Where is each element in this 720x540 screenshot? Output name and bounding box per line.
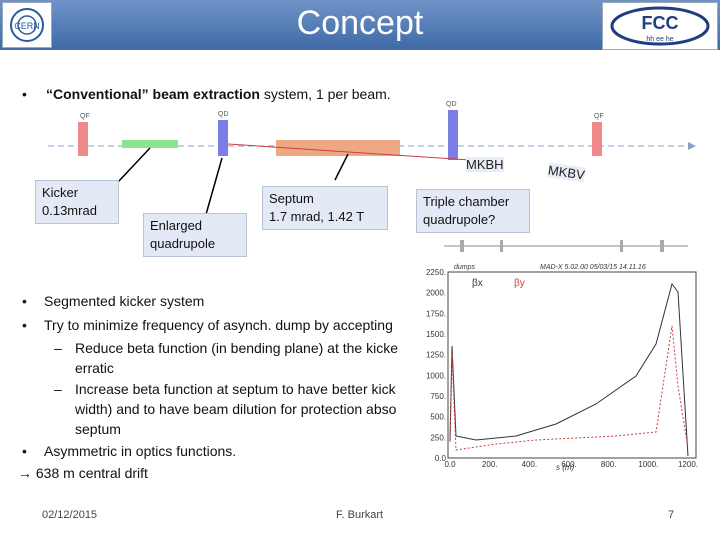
plot-frame: [447, 271, 697, 459]
x-tick-label: 600.: [561, 460, 577, 469]
strip-element-1: [460, 240, 464, 252]
x-axis-label: s (m): [556, 463, 575, 472]
qd-right-magnet: [448, 110, 458, 160]
y-tick-label: 0.0: [435, 454, 447, 463]
legend-beta-x: βx: [472, 278, 483, 289]
plot-header-right: MAD-X 5.02.00 05/03/15 14.11.16: [540, 264, 646, 271]
x-tick-labels: 0.0 200. 400. 600. 800. 1000. 1200.: [444, 460, 698, 469]
qd-mid-magnet: [218, 120, 228, 156]
legend-beta-y: βy: [514, 278, 525, 289]
x-tick-label: 0.0: [444, 460, 456, 469]
sub-bullet-3b-cont: width) and to have beam dilution for pro…: [75, 401, 397, 417]
x-tick-label: 200.: [482, 460, 498, 469]
x-tick-label: 1200.: [678, 460, 698, 469]
enlarged-pointer: [204, 157, 223, 219]
x-tick-label: 1000.: [638, 460, 658, 469]
plot-header-left: dumps: [454, 264, 476, 271]
qf-right-magnet: [592, 122, 602, 156]
cern-logo-text: CERN: [14, 21, 40, 31]
triple-chamber-callout: Triple chamber quadrupole?: [416, 189, 530, 233]
septum-element: [276, 140, 400, 156]
kicker-pointer: [117, 147, 151, 183]
beamline-arrow: [688, 142, 696, 150]
y-tick-label: 500.: [430, 413, 446, 422]
optics-plot: dumps MAD-X 5.02.00 05/03/15 14.11.16 βx…: [426, 240, 698, 472]
y-tick-label: 1000.: [426, 371, 446, 380]
y-tick-label: 250.: [430, 433, 446, 442]
arrow-icon: →: [18, 465, 32, 481]
triple-callout-line2: quadrupole?: [423, 212, 496, 227]
bullet-4: Asymmetric in optics functions.: [44, 443, 237, 459]
y-tick-label: 1750.: [426, 309, 446, 318]
sub-bullet-3a-cont: erratic: [75, 360, 114, 376]
kicker-element: [122, 140, 178, 148]
y-tick-label: 1250.: [426, 351, 446, 360]
bullet-dot-4: •: [22, 443, 27, 459]
y-tick-label: 750.: [430, 392, 446, 401]
bullet-1-quoted: “Conventional” beam extraction: [46, 86, 260, 102]
x-tick-label: 800.: [601, 460, 617, 469]
beta-x-curve: [449, 282, 689, 457]
septum-callout: Septum 1.7 mrad, 1.42 T: [262, 186, 388, 230]
enlarged-callout-line1: Enlarged: [150, 218, 203, 233]
label-qf-right: QF: [594, 113, 604, 120]
bullet-dot-1: •: [22, 86, 27, 102]
label-qd-mid: QD: [218, 111, 229, 118]
title-bar: [0, 0, 720, 50]
callout-lines: [117, 147, 349, 219]
qf-left-magnet: [78, 122, 88, 156]
y-tick-label: 2000.: [426, 289, 446, 298]
enlarged-quadrupole-callout: Enlarged quadrupole: [143, 213, 247, 257]
sub-bullet-3b-cont2: septum: [75, 421, 121, 437]
enlarged-callout-line2: quadrupole: [150, 236, 216, 251]
fcc-logo-text: FCC: [642, 13, 679, 33]
x-tick-label: 400.: [522, 460, 538, 469]
strip-element-4: [660, 240, 664, 252]
beamline-diagram: QF QD QD QF: [48, 101, 696, 163]
extracted-beam: [227, 143, 501, 163]
sub-bullet-dash-2: –: [54, 381, 62, 397]
footer-page-number: 7: [668, 509, 675, 521]
cern-logo: CERN: [2, 2, 52, 48]
triple-callout-line1: Triple chamber: [423, 194, 510, 209]
y-tick-label: 1500.: [426, 330, 446, 339]
septum-callout-line1: Septum: [269, 191, 314, 206]
bullet-3: Try to minimize frequency of asynch. dum…: [44, 317, 393, 333]
y-tick-label: 2250.: [426, 268, 446, 277]
bullet-dot-2: •: [22, 293, 27, 309]
slide-title: Concept: [296, 4, 424, 42]
bullet-5: → 638 m central drift: [18, 465, 148, 481]
septum-callout-line2: 1.7 mrad, 1.42 T: [269, 209, 365, 224]
bullet-1: “Conventional” beam extraction system, 1…: [46, 86, 391, 102]
fcc-logo-sub: hh ee he: [646, 36, 673, 43]
bullet-1-rest: system, 1 per beam.: [259, 86, 391, 102]
fcc-logo: FCC hh ee he: [602, 2, 718, 50]
beta-y-curve: [449, 325, 689, 451]
bullet-5-text: 638 m central drift: [35, 465, 148, 481]
kicker-callout: Kicker 0.13mrad: [35, 180, 119, 224]
sub-bullet-dash-1: –: [54, 340, 62, 356]
y-tick-labels: 2250. 2000. 1750. 1500. 1250. 1000. 750. 500. 25…: [426, 268, 447, 463]
sub-bullet-3b: Increase beta function at septum to have…: [75, 381, 396, 397]
footer-author: F. Burkart: [336, 509, 384, 521]
septum-pointer: [334, 153, 349, 181]
strip-element-2: [500, 240, 503, 252]
bullet-2: Segmented kicker system: [44, 293, 205, 309]
mkbh-label: MKBH: [466, 157, 504, 172]
bullet-dot-3: •: [22, 317, 27, 333]
strip-element-3: [620, 240, 623, 252]
sub-bullet-3a: Reduce beta function (in bending plane) …: [75, 340, 398, 356]
kicker-callout-line1: Kicker: [42, 185, 79, 200]
label-qd-right: QD: [446, 101, 457, 108]
label-qf-left: QF: [80, 113, 90, 120]
kicker-callout-line2: 0.13mrad: [42, 203, 97, 218]
footer-date: 02/12/2015: [42, 509, 98, 521]
